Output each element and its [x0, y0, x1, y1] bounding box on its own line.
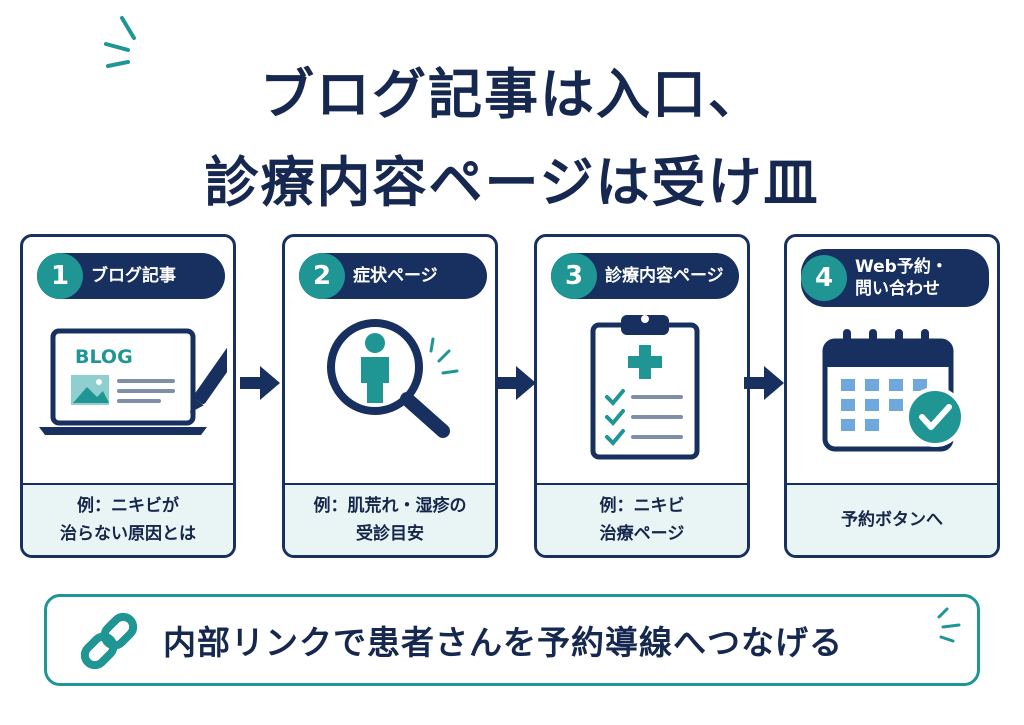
title-line-1: ブログ記事は入口、	[260, 63, 764, 126]
step-label-2: 症状ページ	[353, 266, 438, 286]
step-number-1: 1	[37, 253, 83, 299]
step-badge-2: 2 症状ページ	[299, 253, 487, 299]
title-accent-icon	[104, 16, 136, 68]
step-card-1: 1 ブログ記事 BLOG 例：ニキビが 治らない原因とは	[20, 234, 236, 558]
arrow-right-icon	[496, 366, 536, 400]
magnifier-person-icon	[327, 319, 459, 438]
step-badge-1: 1 ブログ記事	[37, 253, 225, 299]
link-chain-icon	[80, 612, 138, 670]
clipboard-checklist-icon	[590, 315, 700, 460]
step-label-1: ブログ記事	[91, 266, 176, 286]
step-example-2: 例：肌荒れ・湿疹の 受診目安	[285, 483, 495, 555]
laptop-blog-text: BLOG	[75, 346, 133, 368]
step-number-4: 4	[801, 255, 847, 301]
step-badge-4: 4 Web予約・ 問い合わせ	[801, 249, 989, 307]
step-example-3: 例：ニキビ 治療ページ	[537, 483, 747, 555]
step-card-4: 4 Web予約・ 問い合わせ 予約ボタンへ	[784, 234, 1000, 558]
arrow-right-icon	[240, 366, 280, 400]
bottom-banner: 内部リンクで患者さんを予約導線へつなげる	[44, 594, 980, 686]
bottom-accent-icon	[937, 607, 961, 643]
step-number-3: 3	[551, 253, 597, 299]
step-badge-3: 3 診療内容ページ	[551, 253, 739, 299]
step-example-4: 予約ボタンへ	[787, 483, 997, 555]
arrow-right-icon	[744, 366, 784, 400]
title-line-2: 診療内容ページは受け皿	[204, 151, 820, 214]
step-label-3: 診療内容ページ	[605, 266, 724, 286]
step-label-4: Web予約・ 問い合わせ	[855, 257, 948, 299]
bottom-message: 内部リンクで患者さんを予約導線へつなげる	[163, 623, 843, 662]
step-example-1: 例：ニキビが 治らない原因とは	[23, 483, 233, 555]
step-number-2: 2	[299, 253, 345, 299]
calendar-check-icon	[822, 329, 965, 452]
step-card-2: 2 症状ページ 例：肌荒れ・湿疹の 受診目安	[282, 234, 498, 558]
step-card-3: 3 診療内容ページ 例：ニキビ 治療ページ	[534, 234, 750, 558]
laptop-blog-icon: BLOG	[39, 328, 227, 435]
